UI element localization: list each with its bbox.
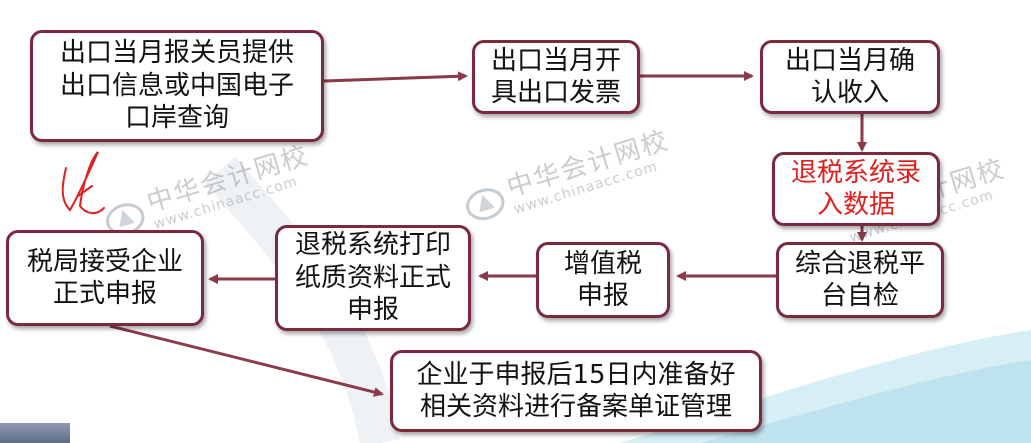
node-line: 具出口发票 xyxy=(490,78,621,108)
node-line: 纸质资料正式 xyxy=(294,262,451,293)
node-line: 相关资料进行备案单证管理 xyxy=(419,392,732,422)
node-tax-bureau-accept: 税局接受企业 正式申报 xyxy=(6,230,204,326)
node-line: 台自检 xyxy=(820,281,899,311)
watermark: 中华会计网校 www.chinaacc.com xyxy=(460,126,677,230)
node-line: 出口当月开 xyxy=(490,45,621,76)
node-line: 申报 xyxy=(576,281,629,311)
node-line: 口岸查询 xyxy=(124,103,229,134)
node-confirm-income: 出口当月确 认收入 xyxy=(760,40,940,114)
node-vat-declaration: 增值税 申报 xyxy=(536,242,670,318)
node-issue-invoice: 出口当月开 具出口发票 xyxy=(472,40,640,114)
arrow-n1-n2 xyxy=(323,71,468,83)
node-customs-info: 出口当月报关员提供 出口信息或中国电子 口岸查询 xyxy=(30,30,324,142)
node-line: 出口当月报关员提供 xyxy=(59,38,294,69)
node-print-declare: 退税系统打印 纸质资料正式 申报 xyxy=(275,225,471,331)
node-line: 增值税 xyxy=(563,248,642,279)
node-line: 出口当月确 xyxy=(784,45,915,76)
node-line: 退税系统录 xyxy=(790,157,921,188)
watermark-logo-icon xyxy=(466,188,505,221)
node-line: 认收入 xyxy=(810,78,889,108)
node-line: 税局接受企业 xyxy=(26,246,183,277)
node-record-filing: 企业于申报后15日内准备好 相关资料进行备案单证管理 xyxy=(390,350,762,432)
node-self-check: 综合退税平 台自检 xyxy=(776,242,944,318)
node-line: 入数据 xyxy=(816,190,895,220)
arrow-n8-n9 xyxy=(109,324,384,397)
corner-decoration xyxy=(0,423,70,443)
node-line: 企业于申报后15日内准备好 xyxy=(416,359,736,390)
node-line: 出口信息或中国电子 xyxy=(59,70,294,101)
node-line: 退税系统打印 xyxy=(294,230,451,261)
node-line: 正式申报 xyxy=(52,279,157,309)
node-enter-data: 退税系统录 入数据 xyxy=(772,152,940,226)
node-line: 申报 xyxy=(346,295,399,326)
node-line: 综合退税平 xyxy=(794,248,925,279)
